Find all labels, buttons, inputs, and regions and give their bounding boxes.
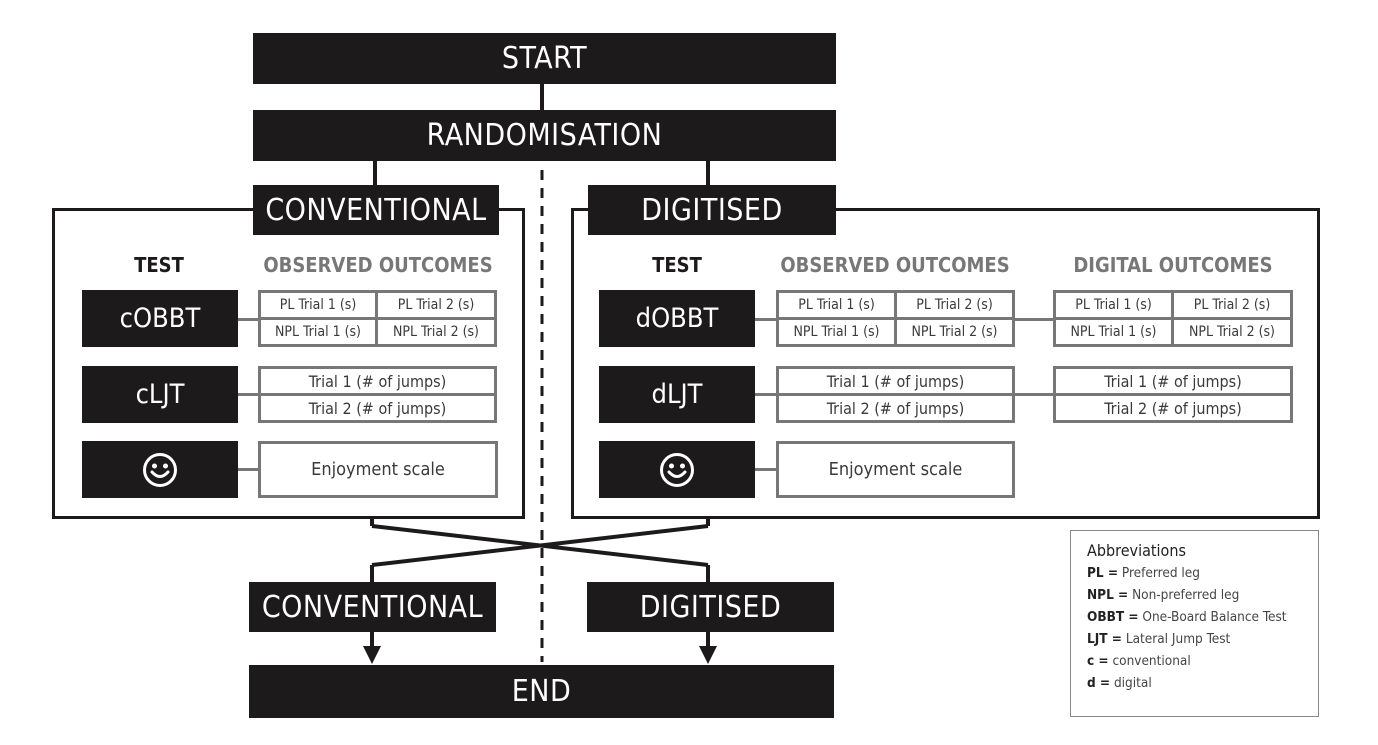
connector-line — [236, 318, 260, 321]
abbreviations-legend: Abbreviations PL = Preferred leg NPL = N… — [1070, 530, 1319, 717]
outcome-cell: NPL Trial 2 (s) — [375, 317, 497, 347]
legend-item: c = conventional — [1087, 653, 1302, 669]
outcome-cell: Trial 1 (# of jumps) — [258, 366, 497, 396]
end-box: END — [249, 665, 834, 718]
legend-key: OBBT = — [1087, 609, 1139, 625]
conventional-arm-label: CONVENTIONAL — [265, 192, 487, 228]
outcome-cell: PL Trial 2 (s) — [1171, 290, 1293, 320]
connector-line — [753, 468, 778, 471]
outcome-cell: PL Trial 1 (s) — [258, 290, 378, 320]
dobbt-label: dOBBT — [635, 303, 719, 334]
legend-text: conventional — [1112, 653, 1191, 669]
conventional-enjoyment-test-box — [82, 441, 238, 498]
smiley-face-icon — [660, 452, 694, 487]
digitised-panel — [571, 208, 1320, 519]
dljt-test-box: dLJT — [599, 366, 755, 423]
connector-line — [753, 393, 778, 396]
outcome-cell: PL Trial 2 (s) — [375, 290, 497, 320]
outcome-cell: Trial 1 (# of jumps) — [776, 366, 1015, 396]
legend-text: Lateral Jump Test — [1125, 631, 1231, 647]
legend-item: NPL = Non-preferred leg — [1087, 587, 1302, 603]
legend-text: Preferred leg — [1121, 565, 1200, 581]
cobbt-test-box: cOBBT — [82, 290, 238, 347]
outcome-cell: Trial 1 (# of jumps) — [1053, 366, 1293, 396]
outcome-cell: Trial 2 (# of jumps) — [1053, 393, 1293, 423]
outcome-cell: Trial 2 (# of jumps) — [258, 393, 497, 423]
legend-key: PL = — [1087, 565, 1119, 581]
randomisation-box: RANDOMISATION — [253, 110, 836, 161]
legend-text: Non-preferred leg — [1132, 587, 1240, 603]
legend-key: LJT = — [1087, 631, 1122, 647]
legend-text: One-Board Balance Test — [1142, 609, 1287, 625]
legend-key: c = — [1087, 653, 1109, 669]
legend-item: OBBT = One-Board Balance Test — [1087, 609, 1302, 625]
legend-title: Abbreviations — [1087, 541, 1186, 560]
legend-key: d = — [1087, 675, 1111, 691]
dljt-label: dLJT — [651, 379, 703, 410]
digitised-test-header: TEST — [652, 253, 702, 277]
dobbt-test-box: dOBBT — [599, 290, 755, 347]
legend-item: LJT = Lateral Jump Test — [1087, 631, 1302, 647]
crossover-conventional-box: CONVENTIONAL — [249, 582, 496, 632]
conventional-observed-header: OBSERVED OUTCOMES — [263, 253, 493, 277]
crossover-digitised-label: DIGITISED — [639, 589, 782, 625]
end-label: END — [511, 674, 572, 709]
conventional-test-header: TEST — [134, 253, 184, 277]
connector-line — [1013, 318, 1055, 321]
outcome-cell: NPL Trial 1 (s) — [1053, 317, 1174, 347]
legend-item: d = digital — [1087, 675, 1302, 691]
crossover-digitised-box: DIGITISED — [587, 582, 834, 632]
connector-line — [1013, 393, 1055, 396]
outcome-cell: PL Trial 1 (s) — [1053, 290, 1174, 320]
start-label: START — [501, 41, 588, 76]
digitised-enjoyment-test-box — [599, 441, 755, 498]
digitised-arm-label: DIGITISED — [641, 192, 783, 228]
enjoyment-scale-box: Enjoyment scale — [776, 441, 1015, 498]
connector-line — [236, 468, 260, 471]
legend-text: digital — [1113, 675, 1152, 691]
outcome-cell: Trial 2 (# of jumps) — [776, 393, 1015, 423]
outcome-cell: PL Trial 1 (s) — [776, 290, 897, 320]
digitised-arm-header: DIGITISED — [588, 185, 836, 235]
legend-key: NPL = — [1087, 587, 1129, 603]
outcome-cell: NPL Trial 1 (s) — [258, 317, 378, 347]
smiley-face-icon — [143, 452, 177, 487]
enjoyment-scale-box: Enjoyment scale — [258, 441, 498, 498]
connector-line — [236, 393, 260, 396]
outcome-cell: PL Trial 2 (s) — [894, 290, 1015, 320]
digital-outcomes-header: DIGITAL OUTCOMES — [1073, 253, 1273, 277]
legend-item: PL = Preferred leg — [1087, 565, 1302, 581]
randomisation-label: RANDOMISATION — [426, 118, 663, 153]
start-box: START — [253, 33, 836, 84]
outcome-cell: NPL Trial 2 (s) — [894, 317, 1015, 347]
cljt-label: cLJT — [135, 379, 185, 410]
connector-line — [753, 318, 778, 321]
cobbt-label: cOBBT — [119, 303, 201, 334]
outcome-cell: NPL Trial 2 (s) — [1171, 317, 1293, 347]
crossover-conventional-label: CONVENTIONAL — [261, 589, 484, 625]
conventional-arm-header: CONVENTIONAL — [253, 185, 499, 235]
outcome-cell: NPL Trial 1 (s) — [776, 317, 897, 347]
digitised-observed-header: OBSERVED OUTCOMES — [780, 253, 1010, 277]
cljt-test-box: cLJT — [82, 366, 238, 423]
